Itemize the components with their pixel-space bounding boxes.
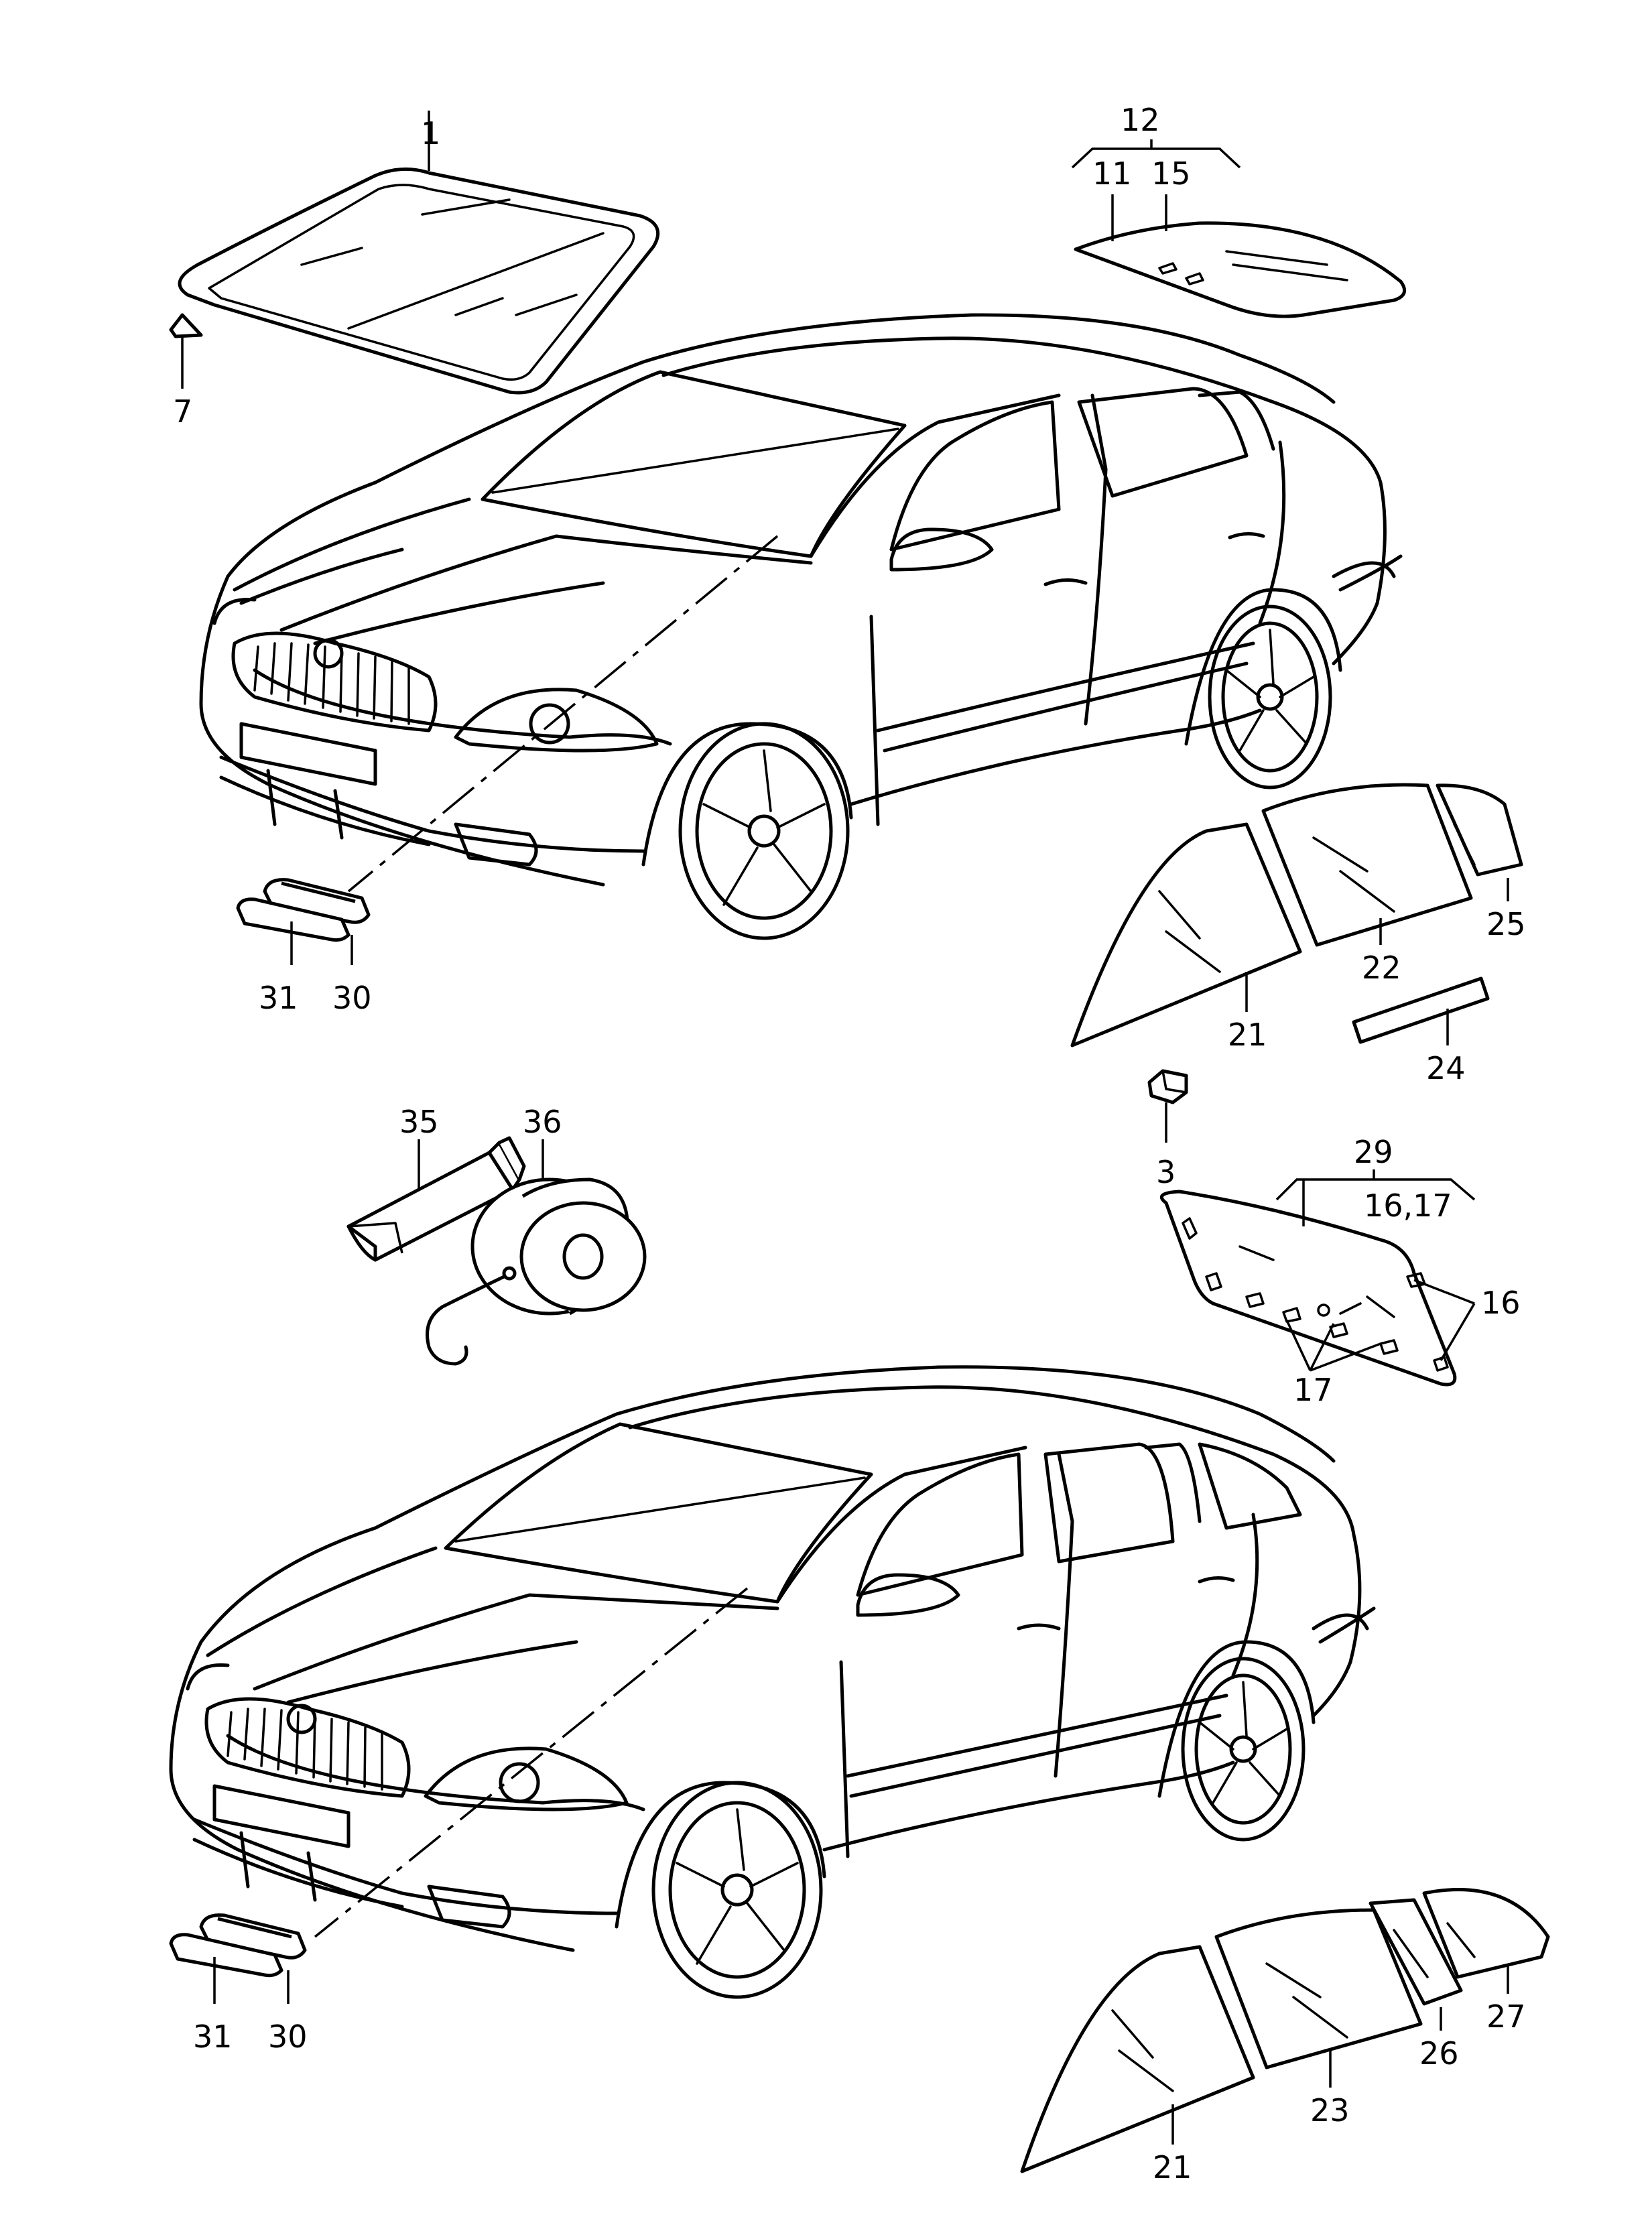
windshield-part xyxy=(178,167,660,395)
callout-29: 29 xyxy=(1354,1134,1393,1170)
callout-31-top: 31 xyxy=(259,980,298,1016)
callout-31-bottom: 31 xyxy=(193,2019,233,2055)
callout-11: 11 xyxy=(1092,155,1132,192)
callout-7: 7 xyxy=(173,393,192,430)
mirror-mount-part xyxy=(169,313,203,389)
sedan-car-illustration xyxy=(199,313,1403,940)
callout-21-top: 21 xyxy=(1228,1017,1267,1053)
callout-30-top: 30 xyxy=(332,980,372,1016)
rear-window-part xyxy=(1074,221,1407,318)
callout-12: 12 xyxy=(1121,102,1160,138)
callout-22: 22 xyxy=(1362,950,1401,986)
callout-30-bottom: 30 xyxy=(268,2019,308,2055)
callout-3: 3 xyxy=(1156,1154,1176,1190)
rear-window-estate-part xyxy=(1159,1190,1457,1387)
estate-car-illustration xyxy=(169,1365,1376,1999)
callout-15: 15 xyxy=(1151,155,1191,192)
callout-35: 35 xyxy=(399,1104,439,1140)
trim-strips-bottom xyxy=(169,1913,307,2004)
clip-part xyxy=(1147,1069,1188,1143)
callout-27: 27 xyxy=(1486,1998,1526,2035)
callout-16-17: 16,17 xyxy=(1364,1188,1452,1224)
callout-1: 1 xyxy=(421,115,440,151)
callout-36: 36 xyxy=(523,1104,562,1140)
side-window-26-bottom xyxy=(1369,1898,1463,2006)
tape-roll-part xyxy=(426,1139,647,1366)
callout-26: 26 xyxy=(1419,2035,1459,2071)
adhesive-pad-part xyxy=(1352,976,1490,1045)
callout-21-bottom: 21 xyxy=(1153,2149,1192,2185)
callout-24: 24 xyxy=(1426,1050,1466,1086)
side-window-21-bottom xyxy=(1020,1945,1255,2173)
callout-16: 16 xyxy=(1481,1285,1521,1321)
side-window-25-top xyxy=(1436,783,1523,877)
callout-25: 25 xyxy=(1486,906,1526,942)
callout-17: 17 xyxy=(1293,1372,1333,1408)
trim-strips-top xyxy=(236,878,371,965)
side-window-27-bottom xyxy=(1422,1888,1550,1979)
side-window-21-top xyxy=(1070,822,1302,1047)
side-window-22-top xyxy=(1261,783,1473,947)
callout-23: 23 xyxy=(1310,2092,1350,2128)
